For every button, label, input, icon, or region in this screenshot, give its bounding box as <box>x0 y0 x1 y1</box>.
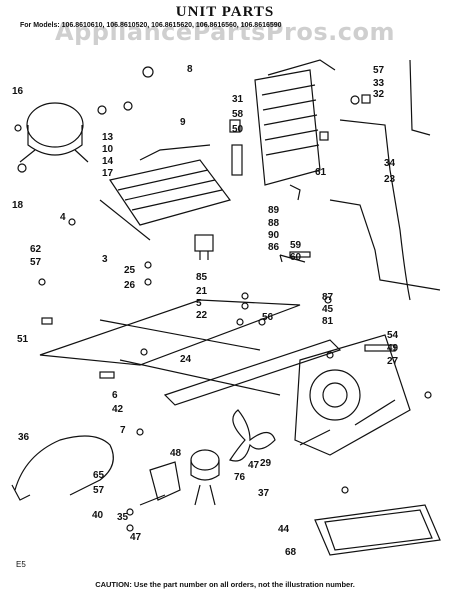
callout-label: 4 <box>60 212 66 223</box>
watermark: AppliancePartsPros.com <box>55 18 395 46</box>
callout-label: 3 <box>102 254 108 265</box>
callout-label: 37 <box>258 488 270 499</box>
callout-label: 87 <box>322 292 334 303</box>
callout-label: 50 <box>232 124 244 135</box>
evaporator-part <box>99 144 232 241</box>
callout-label: 40 <box>92 510 104 521</box>
callout-label: 88 <box>268 218 280 229</box>
callout-label: 54 <box>387 330 399 341</box>
callout-label: 8 <box>187 64 193 75</box>
page-code: E5 <box>16 560 26 569</box>
callout-label: 47 <box>248 460 260 471</box>
callout-label: 51 <box>17 334 29 345</box>
timer-part <box>194 234 214 260</box>
callout-label: 89 <box>268 205 280 216</box>
callout-label: 18 <box>12 200 24 211</box>
callout-label: 27 <box>387 356 399 367</box>
callout-label: 86 <box>268 242 280 253</box>
callout-label: 57 <box>373 65 385 76</box>
compressor-part <box>19 102 89 163</box>
callout-label: 7 <box>120 425 126 436</box>
drain-pan-part <box>314 504 441 556</box>
callout-label: 35 <box>117 512 129 523</box>
callout-label: 22 <box>196 310 208 321</box>
callout-label: 6 <box>112 390 118 401</box>
callout-label: 26 <box>124 280 136 291</box>
drain-tube-part <box>329 59 441 301</box>
frame-part <box>39 299 342 406</box>
caution-note: CAUTION: Use the part number on all orde… <box>95 580 355 589</box>
callout-label: 56 <box>262 312 274 323</box>
callout-label: 59 <box>290 240 302 251</box>
callout-label: 60 <box>290 252 302 263</box>
fan-housing-part <box>294 334 411 456</box>
wiring-harness-part <box>11 435 114 501</box>
callout-label: 57 <box>93 485 105 496</box>
callout-label: 14 <box>102 156 114 167</box>
callout-label: 62 <box>30 244 42 255</box>
callout-label: 49 <box>387 343 399 354</box>
callout-label: 45 <box>322 304 334 315</box>
callout-label: 47 <box>130 532 142 543</box>
callout-label: 81 <box>322 316 334 327</box>
callout-label: 42 <box>112 404 124 415</box>
callout-label: 32 <box>373 89 385 100</box>
callout-label: 34 <box>384 158 396 169</box>
callout-label: 58 <box>232 109 244 120</box>
callout-label: 48 <box>170 448 182 459</box>
condenser-part <box>254 59 336 186</box>
callout-label: 76 <box>234 472 246 483</box>
callout-label: 65 <box>93 470 105 481</box>
callout-label: 9 <box>180 117 186 128</box>
callout-label: 23 <box>384 174 396 185</box>
callout-label: 68 <box>285 547 297 558</box>
callout-label: 44 <box>278 524 290 535</box>
callout-label: 61 <box>315 167 327 178</box>
callout-label: 33 <box>373 78 385 89</box>
models-line: For Models: 106.8610610, 106.8610520, 10… <box>20 22 282 29</box>
callout-label: 29 <box>260 458 272 469</box>
callout-label: 10 <box>102 144 114 155</box>
callout-label: 36 <box>18 432 30 443</box>
callout-label: 85 <box>196 272 208 283</box>
callout-label: 57 <box>30 257 42 268</box>
bracket-part <box>279 184 306 263</box>
callout-label: 17 <box>102 168 114 179</box>
callout-label: 13 <box>102 132 114 143</box>
callout-label: 21 <box>196 286 208 297</box>
relay-part <box>139 461 181 506</box>
callout-label: 5 <box>196 298 202 309</box>
fan-motor-part <box>190 449 220 506</box>
callout-label: 24 <box>180 354 192 365</box>
callout-label: 90 <box>268 230 280 241</box>
callout-label: 25 <box>124 265 136 276</box>
callout-label: 16 <box>12 86 24 97</box>
diagram-title: UNIT PARTS <box>175 4 275 20</box>
callout-label: 31 <box>232 94 244 105</box>
fan-blade-part <box>229 409 276 462</box>
fasteners <box>14 66 432 532</box>
